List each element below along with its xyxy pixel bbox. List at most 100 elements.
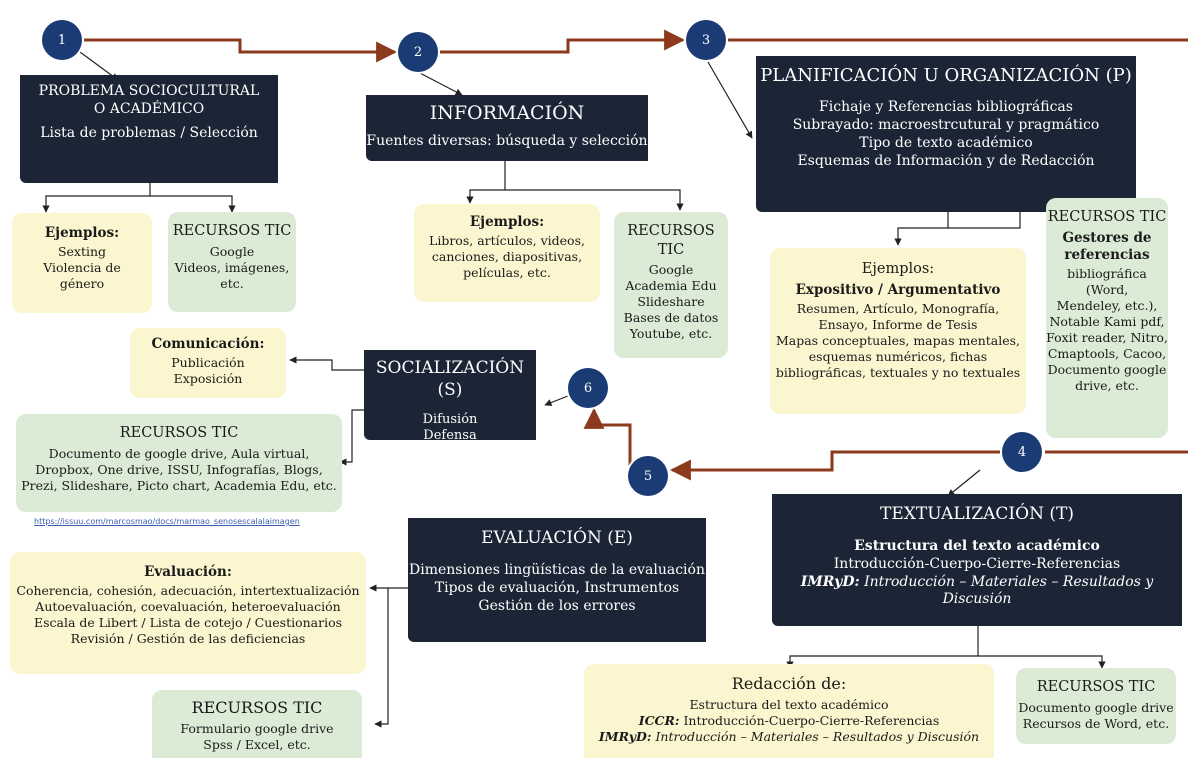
step-4-box: TEXTUALIZACIÓN (T) Estructura del texto … — [772, 494, 1182, 626]
evaluation-line: Coherencia, cohesión, adecuación, intert… — [16, 583, 360, 599]
step-3-line-3: Tipo de texto académico — [859, 134, 1033, 151]
step-6-line-2: Defensa — [423, 428, 477, 444]
examples-2-line: películas, etc. — [463, 265, 551, 281]
resources-4-line: Documento google drive — [1018, 699, 1174, 715]
resources-6-head: RECURSOS TIC — [119, 425, 239, 441]
step-4-bold: Estructura del texto académico — [854, 537, 1100, 554]
resources-1-line: Google — [209, 243, 255, 259]
step-3-box: PLANIFICACIÓN U ORGANIZACIÓN (P) Fichaje… — [756, 56, 1136, 212]
step-1-text: Lista de problemas / Selección — [40, 124, 258, 141]
examples-box-3: Ejemplos: Expositivo / Argumentativo Res… — [770, 248, 1026, 414]
step-4-circle: 4 — [1002, 432, 1042, 472]
step-1-box: PROBLEMA SOCIOCULTURAL O ACADÉMICO Lista… — [20, 75, 278, 183]
step-6-line-1: Difusión — [422, 411, 478, 427]
communication-head: Comunicación: — [151, 336, 265, 352]
examples-3-line: Ensayo, Informe de Tesis — [818, 316, 978, 332]
resources-4-line: Recursos de Word, etc. — [1022, 715, 1170, 731]
resources-2-line: Academia Edu — [625, 278, 717, 294]
resources-box-5: RECURSOS TIC Formulario google drive Sps… — [152, 690, 362, 758]
examples-1-line: Sexting — [57, 244, 107, 260]
examples-3-line: bibliográficas, textuales y no textuales — [775, 364, 1021, 380]
step-3-line-4: Esquemas de Información y de Redacción — [797, 152, 1095, 169]
examples-3-head: Ejemplos: — [861, 261, 935, 277]
resources-6-line: Prezi, Slideshare, Picto chart, Academia… — [21, 477, 337, 493]
writing-imryd-label: IMRyD: — [598, 729, 652, 745]
examples-2-line: canciones, diapositivas, — [431, 249, 583, 265]
step-5-title: EVALUACIÓN (E) — [481, 528, 633, 548]
step-5-box: EVALUACIÓN (E) Dimensiones lingüísticas … — [408, 518, 706, 642]
writing-iccr-label: ICCR: — [638, 713, 680, 729]
resources-box-2: RECURSOS TIC Google Academia Edu Slidesh… — [614, 212, 728, 358]
examples-1-head: Ejemplos: — [44, 225, 120, 241]
writing-line-1: Estructura del texto académico — [689, 697, 889, 713]
step-4-italic-label: IMRyD: — [800, 573, 860, 590]
writing-iccr-text: Introducción-Cuerpo-Cierre-Referencias — [683, 713, 940, 729]
evaluation-line: Escala de Libert / Lista de cotejo / Cue… — [33, 615, 343, 631]
step-2-title: INFORMACIÓN — [429, 102, 585, 124]
step-4-italic-text: Introducción – Materiales – Resultados y… — [864, 573, 1154, 608]
resources-box-6: RECURSOS TIC Documento de google drive, … — [16, 414, 342, 512]
resources-6-line: Documento de google drive, Aula virtual, — [48, 445, 310, 461]
step-6-circle: 6 — [568, 368, 608, 408]
step-5-line-1: Dimensiones lingüísticas de la evaluació… — [409, 561, 705, 578]
resources-1-line: etc. — [220, 275, 244, 291]
step-3-line-1: Fichaje y Referencias bibliográficas — [819, 99, 1073, 116]
examples-3-bold: Expositivo / Argumentativo — [795, 281, 1001, 298]
resources-2-line: Google — [648, 262, 694, 278]
resources-3-head: RECURSOS TIC — [1047, 209, 1167, 225]
resources-3-line: bibliográfica (Word, — [1067, 266, 1147, 298]
flow-arrow-4-5 — [669, 450, 1000, 481]
writing-box: Redacción de: Estructura del texto acadé… — [584, 664, 994, 758]
step-2-text: Fuentes diversas: búsqueda y selección — [366, 133, 648, 150]
step-3-circle: 3 — [686, 20, 726, 60]
flow-arrow-5-6 — [583, 407, 632, 468]
resources-3-line: Notable Kami pdf, — [1049, 314, 1165, 330]
examples-3-line: Mapas conceptuales, mapas mentales, — [775, 332, 1021, 348]
resources-box-1: RECURSOS TIC Google Videos, imágenes, et… — [168, 212, 296, 312]
resources-6-line: Dropbox, One drive, ISSU, Infografías, B… — [35, 461, 323, 477]
evaluation-box: Evaluación: Coherencia, cohesión, adecua… — [10, 552, 366, 674]
evaluation-line: Autoevaluación, coevaluación, heteroeval… — [35, 599, 341, 615]
examples-3-line: esquemas numéricos, fichas — [808, 348, 988, 364]
step-1-title-line-2: O ACADÉMICO — [93, 100, 205, 117]
evaluation-line: Revisión / Gestión de las deficiencias — [70, 631, 306, 647]
resources-3-line: Documento google — [1047, 362, 1167, 378]
resources-3-line: Cmaptools, Cacoo, — [1047, 346, 1167, 362]
resources-1-head: RECURSOS TIC — [172, 223, 292, 239]
resources-2-head: RECURSOS TIC — [627, 223, 715, 258]
resources-3-line: drive, etc. — [1075, 378, 1139, 394]
step-6-title: SOCIALIZACIÓN (S) — [375, 358, 525, 400]
examples-3-line: Resumen, Artículo, Monografía, — [796, 300, 1000, 316]
step-2-circle: 2 — [398, 32, 438, 72]
step-5-circle: 5 — [628, 456, 668, 496]
flow-arrow-2-3 — [440, 29, 686, 54]
resources-3-bold: Gestores de referencias — [1062, 229, 1152, 263]
resources-2-line: Slideshare — [637, 294, 705, 310]
writing-head: Redacción de: — [731, 674, 847, 693]
examples-1-line: género — [59, 276, 105, 292]
resources-5-line: Spss / Excel, etc. — [203, 737, 311, 753]
resources-5-head: RECURSOS TIC — [191, 698, 323, 717]
communication-line: Publicación — [171, 355, 245, 371]
step-6-box: SOCIALIZACIÓN (S) Difusión Defensa — [364, 350, 536, 443]
writing-imryd-text: Introducción – Materiales – Resultados y… — [655, 729, 980, 745]
examples-1-line: Violencia de — [43, 260, 121, 276]
resources-4-head: RECURSOS TIC — [1036, 679, 1156, 695]
step-1-title-line-1: PROBLEMA SOCIOCULTURAL — [38, 83, 260, 99]
step-2-box: INFORMACIÓN Fuentes diversas: búsqueda y… — [366, 95, 648, 161]
evaluation-head: Evaluación: — [144, 564, 232, 580]
communication-line: Exposición — [173, 371, 243, 387]
communication-box: Comunicación: Publicación Exposición — [130, 328, 286, 398]
issuu-link[interactable]: https://issuu.com/marcosmao/docs/marmao_… — [34, 517, 300, 526]
flow-arrow-1-2 — [82, 38, 398, 63]
step-1-circle: 1 — [42, 20, 82, 60]
resources-3-line: Foxit reader, Nitro, — [1046, 330, 1168, 346]
step-4-title: TEXTUALIZACIÓN (T) — [880, 504, 1074, 524]
examples-2-head: Ejemplos: — [469, 214, 545, 230]
resources-box-4: RECURSOS TIC Documento google drive Recu… — [1016, 668, 1176, 744]
resources-5-line: Formulario google drive — [180, 721, 334, 737]
resources-box-3: RECURSOS TIC Gestores de referencias bib… — [1046, 198, 1168, 438]
step-3-line-2: Subrayado: macroestrcutural y pragmático — [792, 116, 1100, 133]
resources-2-line: Bases de datos — [623, 310, 719, 326]
